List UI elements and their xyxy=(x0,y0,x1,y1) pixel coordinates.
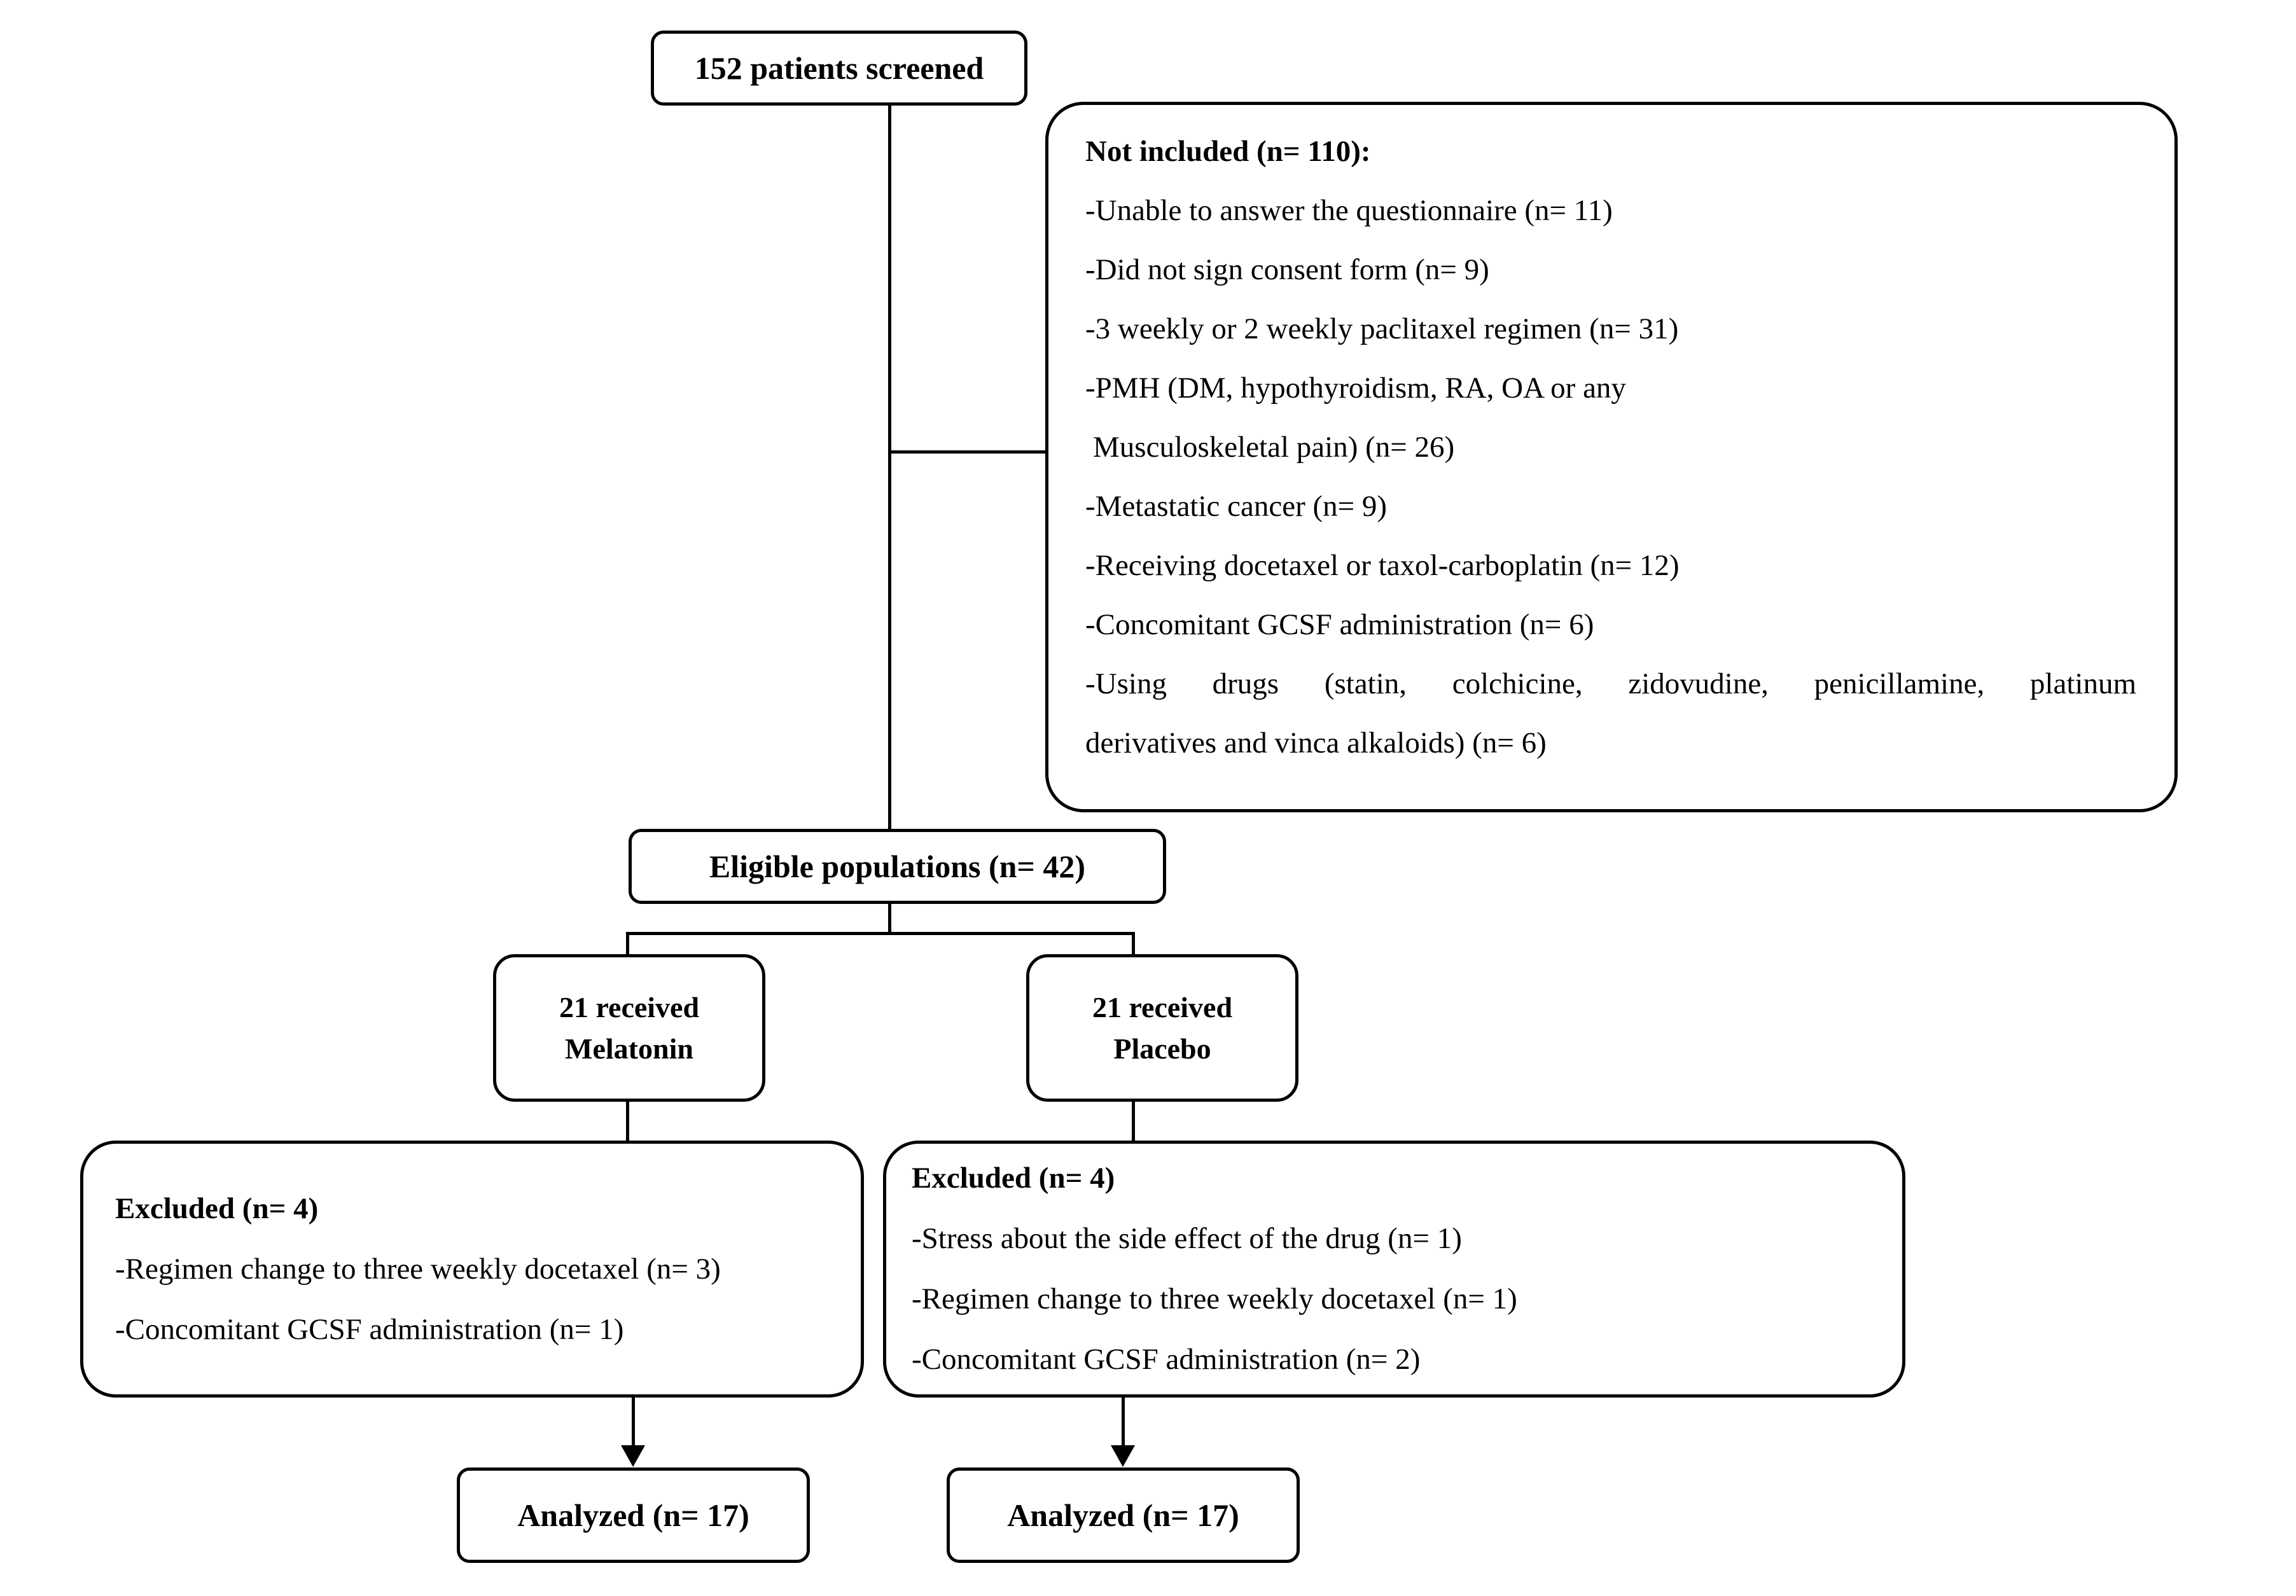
excluded-melatonin-reason: -Regimen change to three weekly docetaxe… xyxy=(115,1252,721,1286)
not-included-reason: -Using drugs (statin, colchicine, zidovu… xyxy=(1085,669,2136,758)
connector-branch-bar xyxy=(626,932,1135,935)
arrowhead-icon xyxy=(621,1445,645,1467)
connector-melatonin-to-excluded xyxy=(626,1102,629,1141)
not-included-reason-line1: -PMH (DM, hypothyroidism, RA, OA or any xyxy=(1085,371,1626,405)
node-patients-screened: 152 patients screened xyxy=(651,31,1027,106)
arm-placebo-label-line1: 21 received xyxy=(1092,990,1233,1024)
node-arm-placebo: 21 received Placebo xyxy=(1026,954,1298,1102)
not-included-reason-line1: -Using drugs (statin, colchicine, zidovu… xyxy=(1085,667,2136,700)
excluded-placebo-reason: -Regimen change to three weekly docetaxe… xyxy=(912,1282,1517,1315)
not-included-reason: -Did not sign consent form (n= 9) xyxy=(1085,253,1489,286)
connector-excluded-placebo-to-analyzed xyxy=(1122,1398,1125,1447)
excluded-melatonin-reason: -Concomitant GCSF administration (n= 1) xyxy=(115,1312,624,1346)
node-analyzed-placebo: Analyzed (n= 17) xyxy=(947,1468,1300,1563)
excluded-melatonin-heading: Excluded (n= 4) xyxy=(115,1191,319,1225)
excluded-placebo-reason: -Stress about the side effect of the dru… xyxy=(912,1222,1462,1255)
connector-placebo-to-excluded xyxy=(1132,1102,1135,1141)
not-included-reason: -3 weekly or 2 weekly paclitaxel regimen… xyxy=(1085,312,1679,345)
not-included-reason: -Metastatic cancer (n= 9) xyxy=(1085,490,1388,523)
arrowhead-icon xyxy=(1111,1445,1135,1467)
eligible-populations-label: Eligible populations (n= 42) xyxy=(709,848,1086,884)
not-included-reason: -Unable to answer the questionnaire (n= … xyxy=(1085,194,1613,227)
not-included-reason-line2: Musculoskeletal pain) (n= 26) xyxy=(1093,431,1455,464)
node-excluded-placebo: Excluded (n= 4) -Stress about the side e… xyxy=(883,1141,1905,1398)
node-analyzed-melatonin: Analyzed (n= 17) xyxy=(457,1468,810,1563)
not-included-reason-line2: derivatives and vinca alkaloids) (n= 6) xyxy=(1085,726,1547,760)
not-included-heading: Not included (n= 110): xyxy=(1085,135,1371,168)
not-included-reason: -PMH (DM, hypothyroidism, RA, OA or any … xyxy=(1085,373,2136,462)
not-included-reason: -Concomitant GCSF administration (n= 6) xyxy=(1085,608,1594,641)
not-included-reason: -Receiving docetaxel or taxol-carboplati… xyxy=(1085,549,1680,582)
node-not-included: Not included (n= 110): -Unable to answer… xyxy=(1045,102,2178,812)
connector-excluded-melatonin-to-analyzed xyxy=(632,1398,635,1447)
node-excluded-melatonin: Excluded (n= 4) -Regimen change to three… xyxy=(80,1141,864,1398)
arm-placebo-label-line2: Placebo xyxy=(1113,1032,1211,1065)
node-arm-melatonin: 21 received Melatonin xyxy=(493,954,765,1102)
arm-melatonin-label-line1: 21 received xyxy=(559,990,700,1024)
connector-branch-left xyxy=(626,932,629,957)
analyzed-placebo-label: Analyzed (n= 17) xyxy=(1007,1497,1239,1533)
connector-eligible-stem xyxy=(888,904,891,934)
node-eligible-populations: Eligible populations (n= 42) xyxy=(629,829,1166,904)
excluded-placebo-heading: Excluded (n= 4) xyxy=(912,1162,1115,1195)
analyzed-melatonin-label: Analyzed (n= 17) xyxy=(517,1497,749,1533)
patients-screened-label: 152 patients screened xyxy=(694,50,984,86)
arm-melatonin-label-line2: Melatonin xyxy=(565,1032,693,1065)
connector-branch-right xyxy=(1132,932,1135,957)
connector-screened-to-not-included xyxy=(888,450,1047,454)
connector-screened-to-eligible xyxy=(888,106,891,830)
excluded-placebo-reason: -Concomitant GCSF administration (n= 2) xyxy=(912,1343,1421,1376)
